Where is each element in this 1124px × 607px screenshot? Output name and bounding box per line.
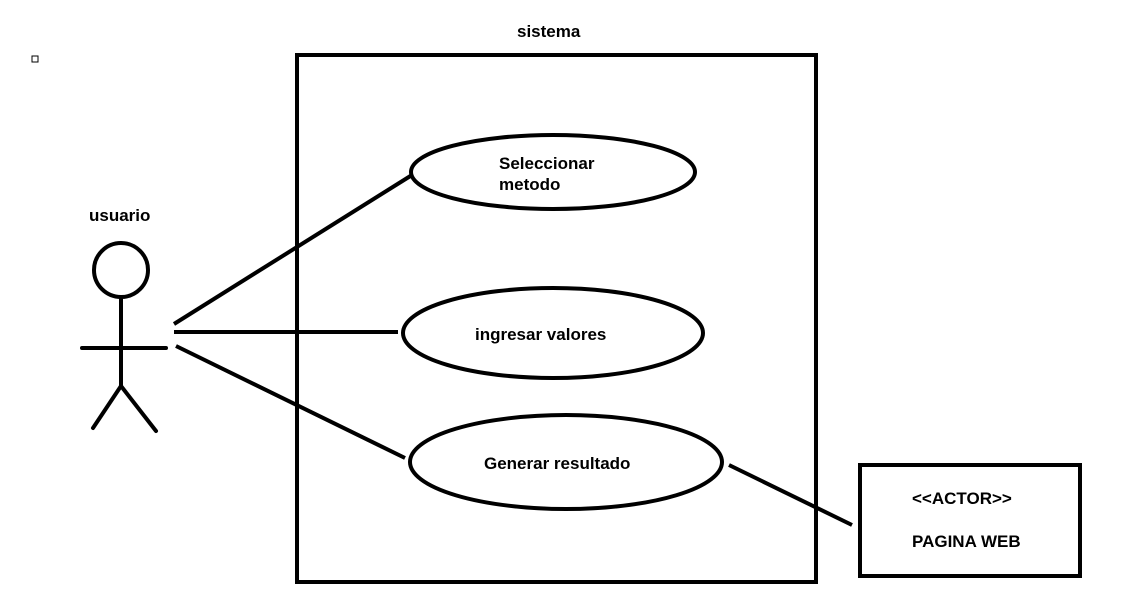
system-boundary: [295, 53, 818, 584]
use-case-ingresar-label: ingresar valores: [475, 325, 606, 344]
use-case-seleccionar-label-line1: Seleccionar: [499, 154, 595, 173]
actor-right-leg: [119, 384, 158, 433]
secondary-actor-box: [858, 463, 1082, 578]
actor-head: [92, 241, 150, 299]
secondary-actor-stereotype: <<ACTOR>>: [912, 489, 1012, 508]
system-label: sistema: [517, 22, 581, 41]
association-pagina-web: [728, 463, 853, 527]
actor-stick-figure: [80, 241, 168, 433]
actor-left-leg: [91, 384, 123, 430]
use-case-seleccionar-metodo: [409, 133, 697, 211]
use-case-generar-label: Generar resultado: [484, 454, 630, 473]
association-generar: [175, 344, 406, 460]
secondary-actor-name: PAGINA WEB: [912, 532, 1021, 551]
use-case-seleccionar-label-line2: metodo: [499, 175, 560, 194]
actor-label: usuario: [89, 206, 150, 225]
use-case-generar-resultado: [408, 413, 724, 511]
association-seleccionar: [172, 173, 414, 326]
use-case-ingresar-valores: [401, 286, 705, 380]
small-square-marker: [31, 55, 39, 63]
